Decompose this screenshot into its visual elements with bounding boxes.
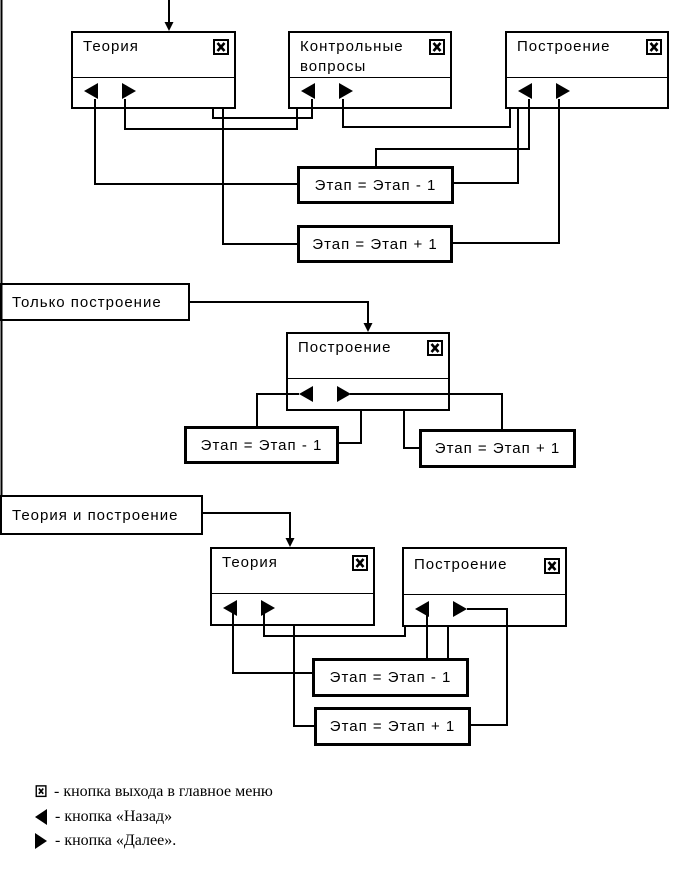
back-triangle-icon (299, 386, 313, 402)
divider (212, 593, 373, 594)
back-triangle-icon (518, 83, 532, 99)
legend-text: - кнопка «Далее». (55, 832, 177, 849)
mode-label: Только построение (12, 293, 162, 311)
window-construction: Построение (286, 332, 450, 411)
back-triangle-icon (415, 601, 429, 617)
step-minus-box: Этап = Этап - 1 (312, 658, 469, 697)
back-triangle-icon (84, 83, 98, 99)
close-icon (35, 785, 47, 798)
divider (73, 77, 234, 78)
step-plus-box: Этап = Этап + 1 (297, 225, 453, 263)
connector-mode-to-construction (189, 301, 369, 324)
step-plus-box: Этап = Этап + 1 (419, 429, 576, 468)
window-title: Построение (298, 339, 392, 356)
legend-item-exit: - кнопка выхода в главное меню (35, 781, 273, 803)
window-title: Построение (414, 556, 508, 573)
entry-arrowhead (164, 22, 174, 31)
next-triangle-icon (556, 83, 570, 99)
step-minus-label: Этап = Этап - 1 (314, 176, 437, 194)
divider (507, 77, 667, 78)
connector-mode-to-theory (202, 512, 291, 539)
next-triangle-icon (122, 83, 136, 99)
next-triangle-icon (261, 600, 275, 616)
step-minus-box: Этап = Этап - 1 (184, 426, 339, 464)
next-triangle-icon (337, 386, 351, 402)
mode-label-box: Теория и построение (0, 495, 203, 535)
window-title: Контрольные вопросы (300, 38, 404, 75)
connector-construction-to-step-minus (453, 108, 519, 184)
step-plus-label: Этап = Этап + 1 (312, 235, 438, 253)
legend-text: - кнопка «Назад» (55, 808, 173, 825)
back-triangle-icon (301, 83, 315, 99)
mode-arrowhead (285, 538, 295, 547)
connector-construction-back-to-step-minus (375, 99, 530, 166)
step-minus-box: Этап = Этап - 1 (297, 166, 454, 204)
connector-theory-back-to-step-minus (94, 99, 298, 185)
connector-construction-to-step-minus (338, 410, 362, 444)
window-title: Теория (83, 38, 139, 55)
connector-construction-to-step-plus (403, 410, 420, 449)
window-construction: Построение (402, 547, 567, 627)
next-triangle-icon (453, 601, 467, 617)
window-theory: Теория (210, 547, 375, 626)
window-title: Теория (222, 554, 278, 571)
close-icon (352, 555, 368, 571)
legend-item-back: - кнопка «Назад» (35, 806, 172, 828)
divider (290, 77, 450, 78)
mode-arrowhead (363, 323, 373, 332)
window-control-questions: Контрольные вопросы (288, 31, 452, 109)
back-triangle-icon (223, 600, 237, 616)
window-construction: Построение (505, 31, 669, 109)
divider (404, 594, 565, 595)
step-plus-box: Этап = Этап + 1 (314, 707, 471, 746)
step-plus-label: Этап = Этап + 1 (329, 718, 456, 735)
close-icon (544, 558, 560, 574)
back-triangle-icon (35, 809, 49, 825)
step-plus-label: Этап = Этап + 1 (434, 440, 561, 457)
close-icon (213, 39, 229, 55)
mode-label-box: Только построение (0, 283, 190, 321)
legend-item-next: - кнопка «Далее». (35, 830, 176, 852)
close-icon (429, 39, 445, 55)
next-triangle-icon (35, 833, 49, 849)
window-title: Построение (517, 38, 611, 55)
step-minus-label: Этап = Этап - 1 (200, 436, 323, 454)
next-triangle-icon (339, 83, 353, 99)
divider (288, 378, 448, 379)
window-theory: Теория (71, 31, 236, 109)
close-icon (646, 39, 662, 55)
close-icon (427, 340, 443, 356)
step-minus-label: Этап = Этап - 1 (329, 669, 452, 686)
connector-theory-to-step-plus (222, 108, 298, 245)
legend-text: - кнопка выхода в главное меню (54, 783, 273, 800)
mode-label: Теория и построение (12, 506, 179, 524)
connector-construction-next-to-step-plus (452, 99, 560, 244)
